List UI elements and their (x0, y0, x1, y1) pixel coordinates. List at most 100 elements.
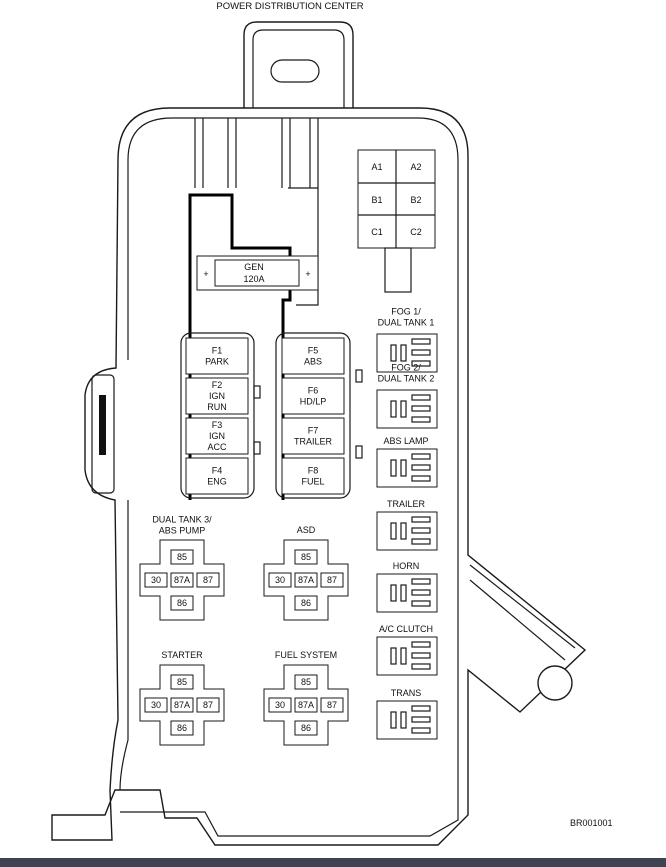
relay-pin-label: 85 (301, 677, 311, 687)
svg-text:B1: B1 (371, 195, 382, 205)
relay-pin (268, 697, 292, 713)
fuse-cell (185, 417, 249, 455)
fuse-block-left (180, 332, 255, 499)
side-relay-label: FOG 1/ (391, 307, 421, 317)
side-relay-label: A/C CLUTCH (379, 624, 433, 634)
svg-text:+: + (305, 269, 310, 279)
relay-pin-label: 86 (177, 598, 187, 608)
fuse-label: PARK (205, 357, 229, 367)
fuse-label: F2 (212, 380, 223, 390)
fuse-cell (185, 457, 249, 495)
side-relay-stack: FOG 1/DUAL TANK 1 FOG 2/DUAL TANK 2 ABS LA… (376, 307, 438, 740)
fuse-label: IGN (209, 391, 225, 401)
relay-pin-label: 30 (275, 575, 285, 585)
fuse-label: IGN (209, 431, 225, 441)
side-relay-socket (376, 636, 438, 676)
svg-text:A1: A1 (371, 162, 382, 172)
relay-pin (294, 720, 318, 736)
relay-label: ASD (297, 525, 316, 535)
relay-pin (294, 595, 318, 611)
relay-pin-label: 30 (151, 700, 161, 710)
fuse-label: F6 (308, 386, 319, 396)
relay-pin (320, 697, 344, 713)
fuse-label: HD/LP (300, 397, 327, 407)
fuse-label: F1 (212, 346, 223, 356)
fuse-label: F5 (308, 346, 319, 356)
relay-pin (294, 549, 318, 565)
fuse-cell (281, 457, 345, 495)
relay-pin (268, 572, 292, 588)
relay-pin (170, 720, 194, 736)
fuse-label: ENG (207, 477, 227, 487)
relay-pin-label: 87 (327, 575, 337, 585)
mount-bolt (537, 665, 573, 701)
side-relay-label: TRANS (391, 688, 422, 698)
relay-pin-label: 87A (174, 575, 190, 585)
mounting-slot (270, 59, 320, 83)
side-relay-label: TRAILER (387, 499, 426, 509)
relay-pin-label: 86 (177, 723, 187, 733)
fuse-cell (185, 377, 249, 415)
relay-pin-label: 87 (203, 575, 213, 585)
svg-text:C1: C1 (371, 227, 383, 237)
relay-label: DUAL TANK 3/ (152, 515, 212, 525)
relay-pin-label: 86 (301, 598, 311, 608)
relay-pin (144, 697, 168, 713)
fuse-label: F8 (308, 466, 319, 476)
fuse-label: RUN (207, 402, 227, 412)
relay-pin (170, 595, 194, 611)
mounting-tab (243, 21, 354, 108)
fuse-cell (185, 337, 249, 375)
relay-pin-label: 85 (177, 552, 187, 562)
side-clip (99, 395, 106, 455)
side-relay-label: HORN (393, 561, 420, 571)
relay-pin (294, 697, 318, 713)
svg-text:B2: B2 (410, 195, 421, 205)
fuse-label: F7 (308, 426, 319, 436)
relay-pin (170, 549, 194, 565)
relay-pin-label: 87 (327, 700, 337, 710)
diagram-title: POWER DISTRIBUTION CENTER (216, 1, 363, 12)
relay-pin-label: 86 (301, 723, 311, 733)
relay-group: DUAL TANK 3/ABS PUMP 85 30 87A 87 86 ASD 85 30 87… (139, 515, 349, 746)
side-relay-label: DUAL TANK 2 (378, 374, 435, 384)
relay-pin-label: 87 (203, 700, 213, 710)
svg-text:GEN: GEN (244, 262, 264, 272)
fuse-cell (281, 337, 345, 375)
relay-pin (196, 572, 220, 588)
fuse-label: F4 (212, 466, 223, 476)
relay-pin (144, 572, 168, 588)
relay-label: FUEL SYSTEM (275, 650, 337, 660)
relay-pin (170, 674, 194, 690)
fuse-label: ACC (207, 442, 227, 452)
svg-text:C2: C2 (410, 227, 422, 237)
relay-pin-label: 85 (177, 677, 187, 687)
relay-pin (320, 572, 344, 588)
side-relay-label: DUAL TANK 1 (378, 318, 435, 328)
relay-pin-label: 30 (151, 575, 161, 585)
relay-pin (170, 572, 194, 588)
cavity-grid: A1 A2 B1 B2 C1 C2 (357, 149, 436, 293)
relay-pin-label: 87A (298, 575, 314, 585)
fuse-label: ABS (304, 357, 322, 367)
side-relay-label: ABS LAMP (383, 436, 428, 446)
fuse-label: TRAILER (294, 437, 333, 447)
reference-code: BR001001 (570, 818, 613, 828)
side-relay-label: FOG 2/ (391, 363, 421, 373)
relay-label: ABS PUMP (159, 526, 206, 536)
relay-pin (196, 697, 220, 713)
fuse-cells: F1PARKF2IGNRUNF3IGNACCF4ENGF5ABSF6HD/LPF… (185, 337, 363, 495)
svg-text:A2: A2 (410, 162, 421, 172)
svg-text:120A: 120A (243, 274, 264, 284)
fuse-cell (281, 417, 345, 455)
relay-label: STARTER (161, 650, 203, 660)
relay-pin-label: 87A (174, 700, 190, 710)
fuse-block-right (275, 332, 351, 499)
relay-pin-label: 85 (301, 552, 311, 562)
fuse-label: FUEL (301, 477, 324, 487)
relay-pin (294, 674, 318, 690)
svg-text:+: + (203, 269, 208, 279)
relay-pin (170, 697, 194, 713)
relay-pin-label: 87A (298, 700, 314, 710)
